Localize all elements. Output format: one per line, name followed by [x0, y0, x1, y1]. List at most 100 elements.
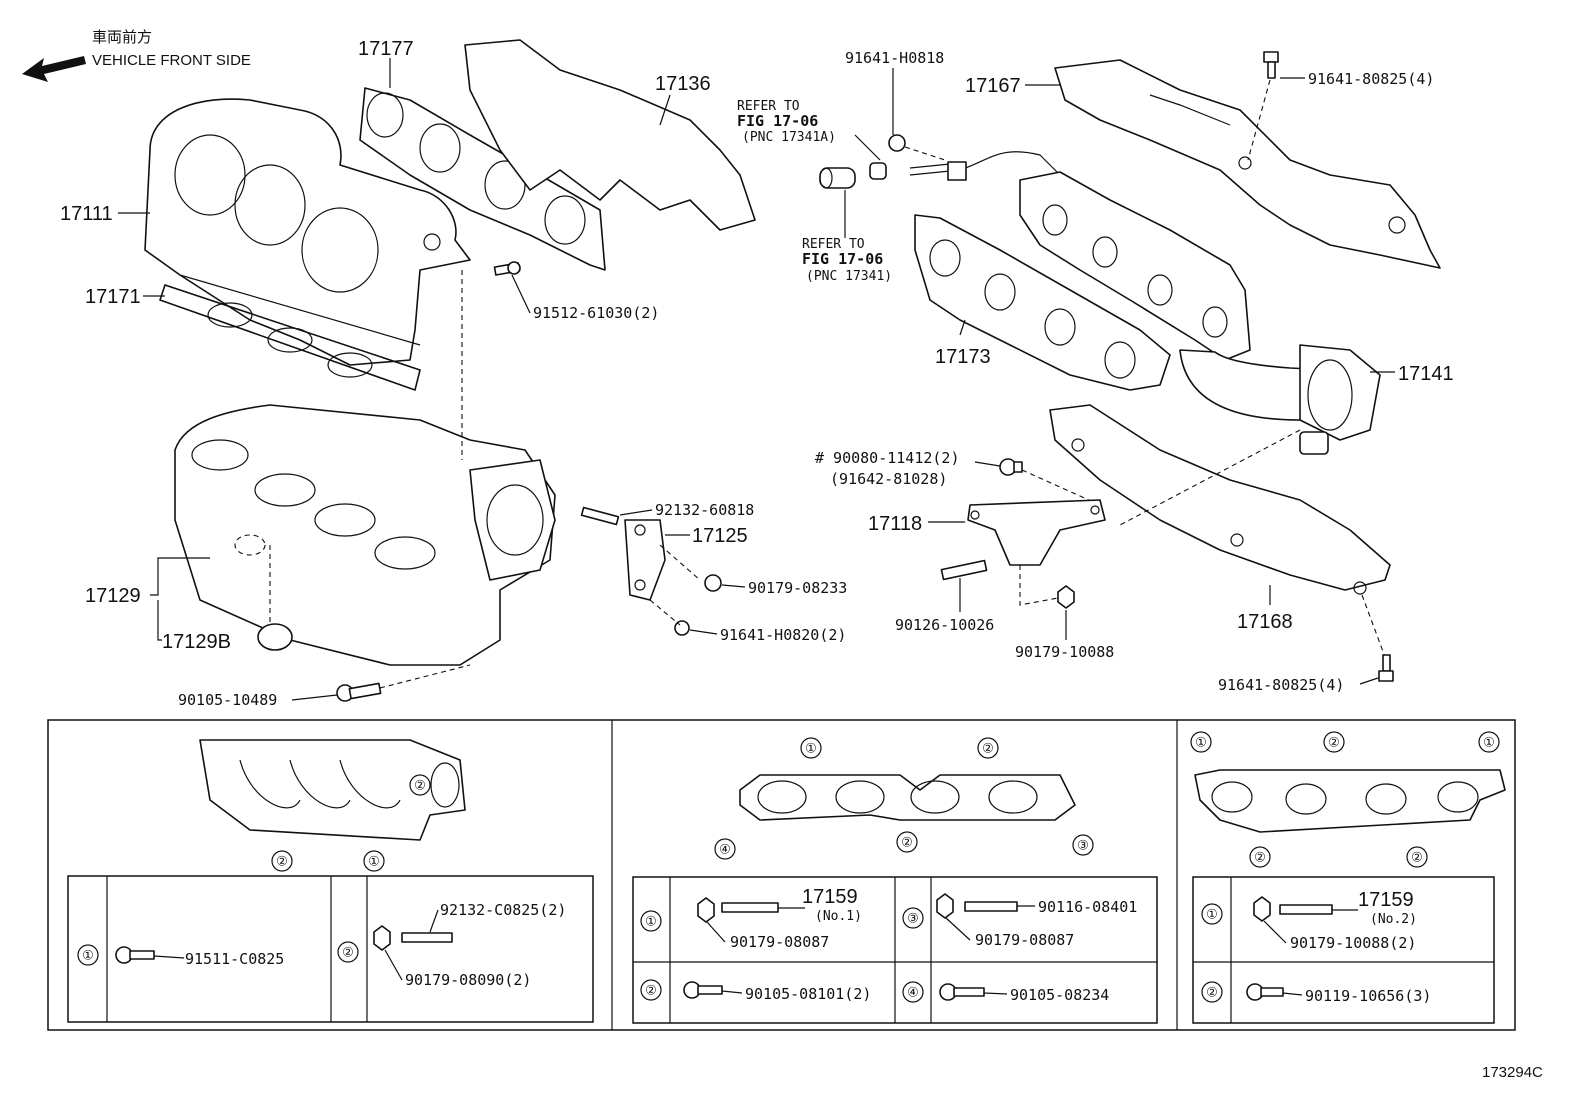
gasket-17177 [359, 87, 606, 271]
svg-text:①: ① [805, 741, 817, 756]
label-17129b: 17129B [162, 631, 231, 653]
panel2-gasket-sub: (No.1) [815, 909, 862, 924]
label-91641-80825-bot: 91641-80825(4) [1218, 676, 1344, 694]
front-direction-arrow-icon [22, 56, 86, 82]
stud-17159-no2-icon [1253, 896, 1333, 922]
exhaust-gasket-17173 [914, 214, 1171, 391]
direction-jp-label: 車両前方 [92, 29, 152, 46]
leader-dash [1119, 429, 1301, 526]
stud-17159-icon [697, 897, 779, 923]
label-91512: 91512-61030(2) [533, 304, 659, 322]
svg-text:②: ② [414, 778, 426, 793]
exhaust-manifold [1019, 171, 1381, 455]
panel1-callout-2 [409, 774, 431, 796]
panel3-r1-nut: 90179-10088(2) [1290, 934, 1416, 952]
svg-text:②: ② [982, 741, 994, 756]
leader-dash [1247, 79, 1271, 161]
panel2-r2-bolt: 90105-08101(2) [745, 985, 871, 1003]
plug-17129b [257, 623, 293, 651]
panel3-gasket-sub: (No.2) [1370, 912, 1417, 927]
sensor-pipe [909, 151, 1061, 181]
panel2-r3-stud: 90116-08401 [1038, 898, 1137, 916]
svg-text:①: ① [1195, 735, 1207, 750]
panel3-table [1192, 876, 1495, 1024]
bracket-17125 [580, 506, 722, 636]
bolt-91511-icon [115, 946, 155, 964]
label-17118: 17118 [868, 513, 922, 535]
panel1-callout-1 [363, 850, 385, 872]
label-17125: 17125 [692, 525, 748, 547]
panel2-gasket-no1 [739, 774, 1076, 821]
bolt-91641-h0818-icon [888, 134, 906, 152]
gasket-17171 [159, 284, 421, 391]
panel3-gasket-no: 17159 [1358, 889, 1414, 911]
panel1-row2-part-b: 90179-08090(2) [405, 971, 531, 989]
sensor-plug-17341 [819, 167, 856, 189]
direction-en-label: VEHICLE FRONT SIDE [92, 52, 251, 69]
label-17129: 17129 [85, 585, 141, 607]
cover-17136 [464, 39, 756, 231]
svg-text:①: ① [1483, 735, 1495, 750]
panel3-r2-bolt: 90119-10656(3) [1305, 987, 1431, 1005]
label-90126: 90126-10026 [895, 616, 994, 634]
heat-insulator-17167 [1054, 59, 1441, 269]
label-17167: 17167 [965, 75, 1021, 97]
label-90179-08233: 90179-08233 [748, 579, 847, 597]
svg-text:②: ② [1254, 850, 1266, 865]
leader-dash [1361, 594, 1389, 666]
svg-text:①: ① [1206, 907, 1218, 922]
leader-dash [379, 664, 471, 689]
intake-manifold-runners-17111 [144, 98, 471, 366]
panel1-callout-2b [271, 850, 293, 872]
panel1-manifold-sketch [199, 739, 466, 841]
refer1-line3: (PNC 17341A) [742, 130, 836, 145]
label-91642: (91642-81028) [830, 470, 947, 488]
heat-insulator-17168 [1049, 404, 1391, 595]
panel2-r1-nut: 90179-08087 [730, 933, 829, 951]
refer2-line3: (PNC 17341) [806, 269, 892, 284]
bolt-90080-icon [999, 458, 1023, 476]
bracket-17118 [967, 499, 1106, 566]
label-91641-h0820: 91641-H0820(2) [720, 626, 846, 644]
svg-text:②: ② [1328, 735, 1340, 750]
nut-90179-10088-icon [1057, 585, 1075, 609]
intake-plenum-17129 [174, 404, 556, 666]
svg-text:③: ③ [1077, 838, 1089, 853]
svg-text:④: ④ [719, 842, 731, 857]
label-17136: 17136 [655, 73, 711, 95]
detail-frame [47, 719, 1516, 1031]
bolt-91641-80825-top-icon [1263, 51, 1279, 79]
sensor-17341a [869, 162, 887, 180]
panel3-gasket-no2 [1194, 769, 1506, 833]
label-92132-60818: 92132-60818 [655, 501, 754, 519]
svg-text:②: ② [1206, 985, 1218, 1000]
figure-id: 173294C [1482, 1064, 1543, 1081]
svg-text:②: ② [1411, 850, 1423, 865]
bolt-90119-icon [1246, 983, 1284, 1001]
refer1-line1: REFER TO [737, 99, 800, 114]
label-91641-h0818: 91641-H0818 [845, 49, 944, 67]
svg-text:②: ② [276, 854, 288, 869]
refer2-line1: REFER TO [802, 237, 865, 252]
label-90080: # 90080-11412(2) [815, 449, 960, 467]
refer2-line2: FIG 17-06 [802, 250, 883, 268]
bolt-90105-08234-icon [939, 983, 985, 1001]
label-90179-10088: 90179-10088 [1015, 643, 1114, 661]
stud-92132-icon [401, 932, 453, 943]
leader-dash [659, 544, 701, 581]
svg-text:①: ① [82, 948, 94, 963]
stud-90126-icon [940, 559, 988, 581]
bolt-90105-08101-icon [683, 981, 723, 999]
label-17177: 17177 [358, 38, 414, 60]
label-17111: 17111 [60, 203, 113, 225]
svg-text:②: ② [645, 983, 657, 998]
nut-90179-08090-icon [373, 925, 391, 951]
panel2-gasket-no: 17159 [802, 886, 858, 908]
bolt-91512-icon [493, 261, 521, 276]
svg-text:④: ④ [907, 985, 919, 1000]
svg-text:①: ① [368, 854, 380, 869]
refer1-line2: FIG 17-06 [737, 112, 818, 130]
panel2-r3-nut: 90179-08087 [975, 931, 1074, 949]
label-90105-10489: 90105-10489 [178, 691, 277, 709]
